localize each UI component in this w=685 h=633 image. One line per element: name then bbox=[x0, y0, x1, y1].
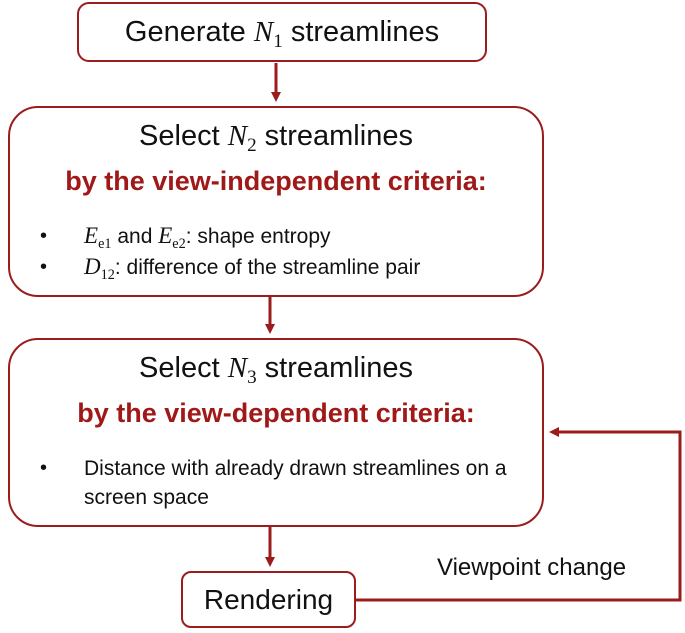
generate-var-sub: 1 bbox=[273, 31, 283, 53]
select2-var-letter: N bbox=[227, 120, 248, 152]
select2-bullet-difference: D12: difference of the streamline pair bbox=[40, 253, 532, 284]
entropy-var-a: Ee1 bbox=[84, 223, 112, 252]
select3-title-post: streamlines bbox=[256, 352, 413, 384]
entropy-var-b: Ee2 bbox=[158, 223, 186, 252]
entropy-mid: and bbox=[111, 225, 159, 248]
entropy-var-b-letter: E bbox=[158, 223, 173, 248]
difference-var: D12 bbox=[84, 254, 115, 283]
select3-var-letter: N bbox=[227, 352, 248, 384]
arrow-feedback-loop bbox=[356, 427, 682, 602]
select2-title-pre: Select bbox=[139, 120, 228, 152]
entropy-var-a-letter: E bbox=[84, 223, 99, 248]
generate-title: Generate N1 streamlines bbox=[79, 16, 485, 52]
generate-title-pre: Generate bbox=[124, 16, 254, 48]
entropy-var-a-sub: e1 bbox=[98, 235, 112, 252]
select2-title: Select N2 streamlines bbox=[10, 120, 542, 156]
select2-bullet-entropy: Ee1 and Ee2: shape entropy bbox=[40, 222, 532, 253]
select2-criteria: by the view-independent criteria: bbox=[65, 166, 487, 196]
render-label: Rendering bbox=[203, 584, 334, 615]
generate-var: N1 bbox=[253, 16, 283, 52]
select2-title-post: streamlines bbox=[256, 120, 413, 152]
select3-criteria: by the view-dependent criteria: bbox=[77, 398, 475, 428]
generate-box: Generate N1 streamlines bbox=[77, 2, 487, 62]
select2-var: N2 bbox=[227, 120, 257, 156]
difference-var-letter: D bbox=[84, 254, 101, 279]
select3-title: Select N3 streamlines bbox=[10, 352, 542, 388]
entropy-text: : shape entropy bbox=[185, 225, 331, 248]
generate-title-post: streamlines bbox=[282, 16, 440, 48]
render-box: Rendering bbox=[181, 571, 356, 628]
select3-bullet-distance: Distance with already drawn streamlines … bbox=[40, 454, 514, 512]
difference-var-sub: 12 bbox=[100, 266, 115, 283]
select3-title-pre: Select bbox=[139, 352, 228, 384]
difference-text: : difference of the streamline pair bbox=[114, 256, 421, 279]
entropy-var-b-sub: e2 bbox=[172, 235, 186, 252]
generate-var-letter: N bbox=[253, 16, 274, 48]
select3-bullet-list: Distance with already drawn streamlines … bbox=[40, 454, 522, 512]
select2-var-sub: 2 bbox=[247, 135, 257, 157]
select2-box: Select N2 streamlines by the view-indepe… bbox=[8, 106, 544, 297]
select2-bullet-list: Ee1 and Ee2: shape entropy D12: differen… bbox=[40, 222, 532, 284]
select3-var: N3 bbox=[227, 352, 257, 388]
select3-box: Select N3 streamlines by the view-depend… bbox=[8, 338, 544, 527]
viewpoint-change-label: Viewpoint change bbox=[437, 554, 627, 581]
select3-var-sub: 3 bbox=[247, 367, 257, 389]
